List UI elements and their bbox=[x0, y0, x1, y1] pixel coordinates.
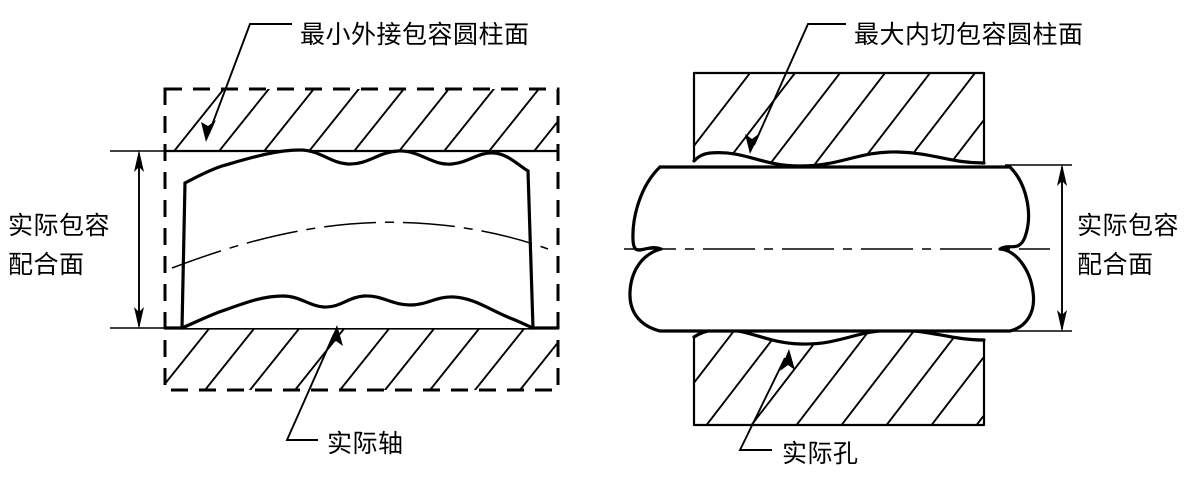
left-lower-material bbox=[163, 326, 560, 390]
right-top-leader-arrowhead bbox=[745, 133, 760, 154]
right-upper-hatch bbox=[694, 73, 984, 166]
minimum-circumscribed-cylinder-boundary bbox=[163, 87, 560, 392]
left-dimension-label-line1: 实际包容 bbox=[8, 211, 110, 240]
left-upper-material bbox=[163, 89, 560, 153]
hole-upper-surface bbox=[692, 150, 986, 168]
shaft-axis-centerline bbox=[171, 221, 549, 269]
left-upper-hatch bbox=[165, 89, 558, 151]
right-top-callout-text: 最大内切包容圆柱面 bbox=[854, 20, 1084, 49]
right-diagram-group: 实际包容 配合面 最大内切包容圆柱面 实际孔 bbox=[624, 20, 1179, 468]
left-dim-arrow-up bbox=[134, 150, 144, 172]
left-bottom-callout-leader bbox=[285, 325, 343, 441]
left-bottom-leader-arrowhead bbox=[328, 325, 343, 347]
right-lower-block-outline bbox=[692, 335, 986, 427]
left-top-callout-text: 最小外接包容圆柱面 bbox=[300, 20, 530, 49]
shaft-right-end bbox=[526, 169, 535, 330]
left-lower-hatch bbox=[165, 328, 558, 390]
right-dim-arrow-down bbox=[1057, 310, 1067, 332]
right-dimension-label-line2: 配合面 bbox=[1077, 250, 1154, 279]
left-diagram-group: 实际包容 配合面 最小外接包容圆柱面 实际轴 bbox=[8, 20, 560, 458]
right-bottom-callout-text: 实际孔 bbox=[782, 439, 859, 468]
cylinder-right-break-line bbox=[998, 165, 1036, 333]
actual-shaft-body bbox=[180, 148, 535, 330]
right-bottom-leader-arrowhead bbox=[780, 349, 795, 371]
right-top-callout-leader bbox=[745, 23, 846, 154]
left-bottom-callout-text: 实际轴 bbox=[327, 429, 404, 458]
right-dim-arrow-up bbox=[1057, 164, 1067, 186]
left-top-leader-arrowhead bbox=[201, 120, 216, 142]
left-dimension-label-line2: 配合面 bbox=[8, 250, 85, 279]
right-bottom-callout-leader bbox=[738, 349, 795, 451]
shaft-bottom-surface bbox=[180, 294, 535, 330]
left-top-callout-leader bbox=[201, 23, 292, 142]
right-dimension-label-line1: 实际包容 bbox=[1077, 211, 1179, 240]
left-dim-arrow-down bbox=[134, 307, 144, 329]
shaft-left-end bbox=[180, 181, 187, 330]
shaft-top-surface bbox=[183, 148, 530, 185]
right-upper-block-outline bbox=[692, 71, 986, 165]
